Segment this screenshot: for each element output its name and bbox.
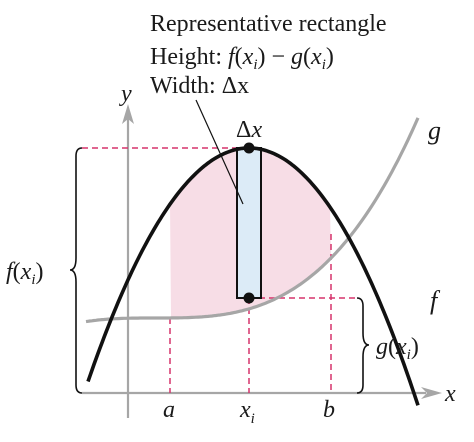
f-xi-label: f(xi): [6, 259, 44, 288]
x-axis: [82, 387, 442, 399]
xi-tick-label: xi: [239, 397, 255, 427]
g-xi-label: g(xi): [376, 334, 419, 363]
x-axis-label: x: [444, 381, 456, 407]
dashed-guide-lines: [82, 147, 357, 393]
delta-x-label: Δx: [236, 117, 262, 143]
caption-height: Height: f(xi) − g(xi): [150, 44, 334, 73]
y-axis-label: y: [119, 81, 132, 107]
g-xi-brace: [356, 297, 370, 394]
a-tick-label: a: [163, 397, 175, 423]
caption-pointer: [195, 99, 244, 205]
b-tick-label: b: [323, 397, 335, 423]
g-curve: [85, 117, 420, 324]
caption-width: Width: Δx: [150, 73, 249, 99]
caption-title: Representative rectangle: [150, 11, 387, 37]
point-g-xi: [243, 292, 255, 304]
y-axis: [122, 104, 134, 418]
g-label: g: [428, 116, 441, 145]
representative-rectangle: [236, 147, 262, 299]
f-xi-brace: [69, 147, 83, 394]
f-label: f: [430, 286, 441, 315]
point-f-xi: [243, 142, 255, 154]
